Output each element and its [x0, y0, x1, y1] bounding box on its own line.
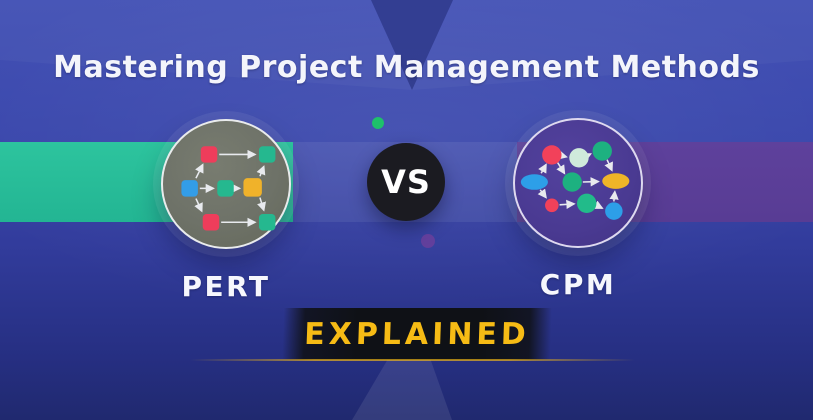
purple-accent-dot [421, 234, 435, 248]
pert-circle [161, 119, 291, 249]
cpm-network-diagram-icon [520, 141, 630, 220]
cpm-label: CPM [539, 268, 617, 301]
gold-underline [190, 359, 635, 361]
vs-label: VS [381, 163, 431, 201]
vs-badge: VS [367, 143, 445, 221]
pert-label: PERT [181, 270, 271, 303]
pert-network-diagram-icon [181, 146, 276, 231]
explained-banner: EXPLAINED [282, 308, 552, 360]
explained-label: EXPLAINED [303, 316, 531, 352]
page-title: Mastering Project Management Methods [53, 50, 760, 85]
cpm-circle [513, 118, 643, 248]
green-accent-dot [372, 117, 384, 129]
